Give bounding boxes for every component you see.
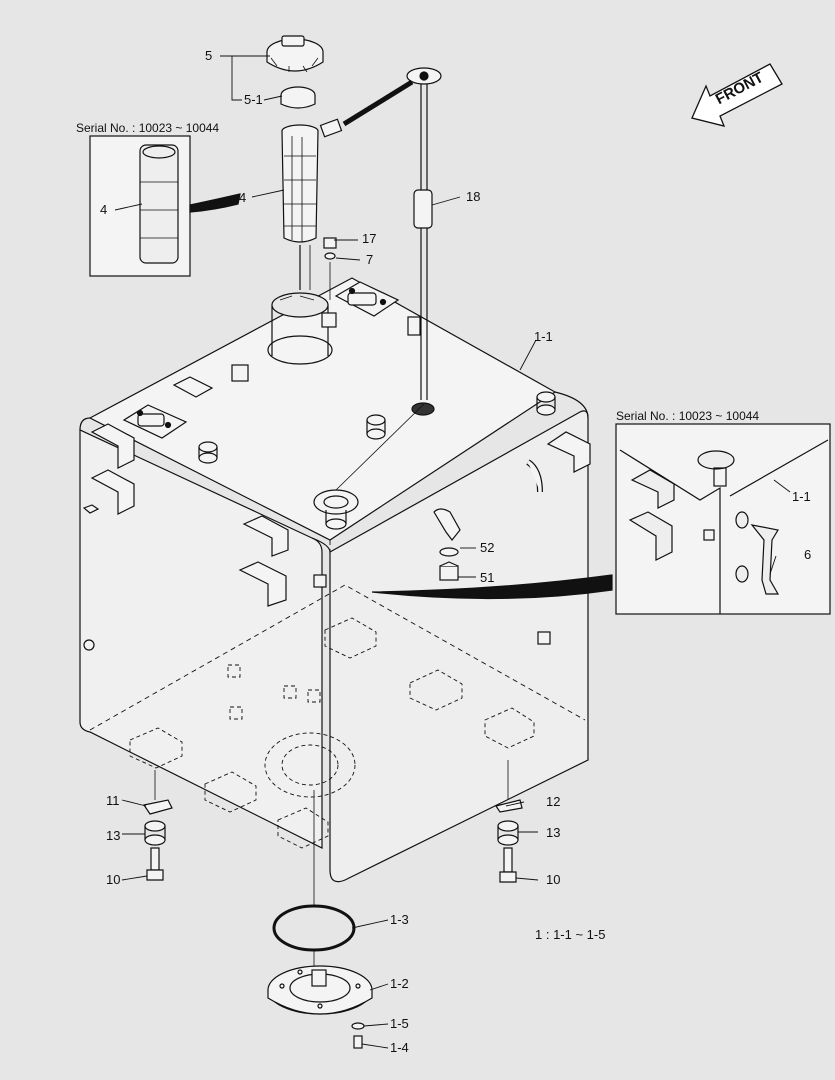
callout-1-1: 1-1 xyxy=(534,329,553,344)
callout-11: 11 xyxy=(106,793,120,808)
left-inset-serial-label: Serial No. : 10023 ~ 10044 xyxy=(76,121,220,135)
right-inset-panel xyxy=(371,423,831,615)
elbow-fitting xyxy=(433,508,461,581)
leader-lines xyxy=(114,55,791,1049)
callout-17: 17 xyxy=(362,231,377,246)
left-inset-panel xyxy=(89,135,241,277)
callout-13-right: 13 xyxy=(546,825,561,840)
callout-1-4: 1-4 xyxy=(390,1040,409,1055)
callout-52: 52 xyxy=(480,540,495,555)
plug-and-oring xyxy=(323,237,337,300)
callout-1-5: 1-5 xyxy=(390,1016,409,1031)
bottom-mounting-pads xyxy=(129,617,535,849)
callout-51: 51 xyxy=(480,570,495,585)
callout-1-3: 1-3 xyxy=(390,912,409,927)
filler-cap xyxy=(266,35,324,73)
fuel-level-sender xyxy=(319,67,442,491)
callout-4-inset: 4 xyxy=(100,202,108,217)
strainer xyxy=(281,124,319,290)
callout-4: 4 xyxy=(239,190,247,205)
right-inset-serial-label: Serial No. : 10023 ~ 10044 xyxy=(616,409,760,423)
callout-6: 6 xyxy=(804,547,812,562)
front-direction-arrow xyxy=(691,63,783,127)
mounting-hardware-left xyxy=(143,770,173,881)
callout-7: 7 xyxy=(366,252,374,267)
mounting-hardware-right xyxy=(495,760,523,883)
callout-1-2: 1-2 xyxy=(390,976,409,991)
callout-1-1-inset: 1-1 xyxy=(792,489,811,504)
callout-13-left: 13 xyxy=(106,828,121,843)
callout-12: 12 xyxy=(546,794,561,809)
callout-10-left: 10 xyxy=(106,872,121,887)
callout-18: 18 xyxy=(466,189,481,204)
fuel-tank-body xyxy=(79,277,589,883)
callout-10-right: 10 xyxy=(546,872,561,887)
tank-top-fittings xyxy=(122,281,556,530)
assembly-note: 1 : 1-1 ~ 1-5 xyxy=(535,927,606,942)
callout-5: 5 xyxy=(205,48,213,63)
cap-adapter xyxy=(280,86,316,109)
callout-5-1: 5-1 xyxy=(244,92,263,107)
side-brackets xyxy=(82,423,591,651)
